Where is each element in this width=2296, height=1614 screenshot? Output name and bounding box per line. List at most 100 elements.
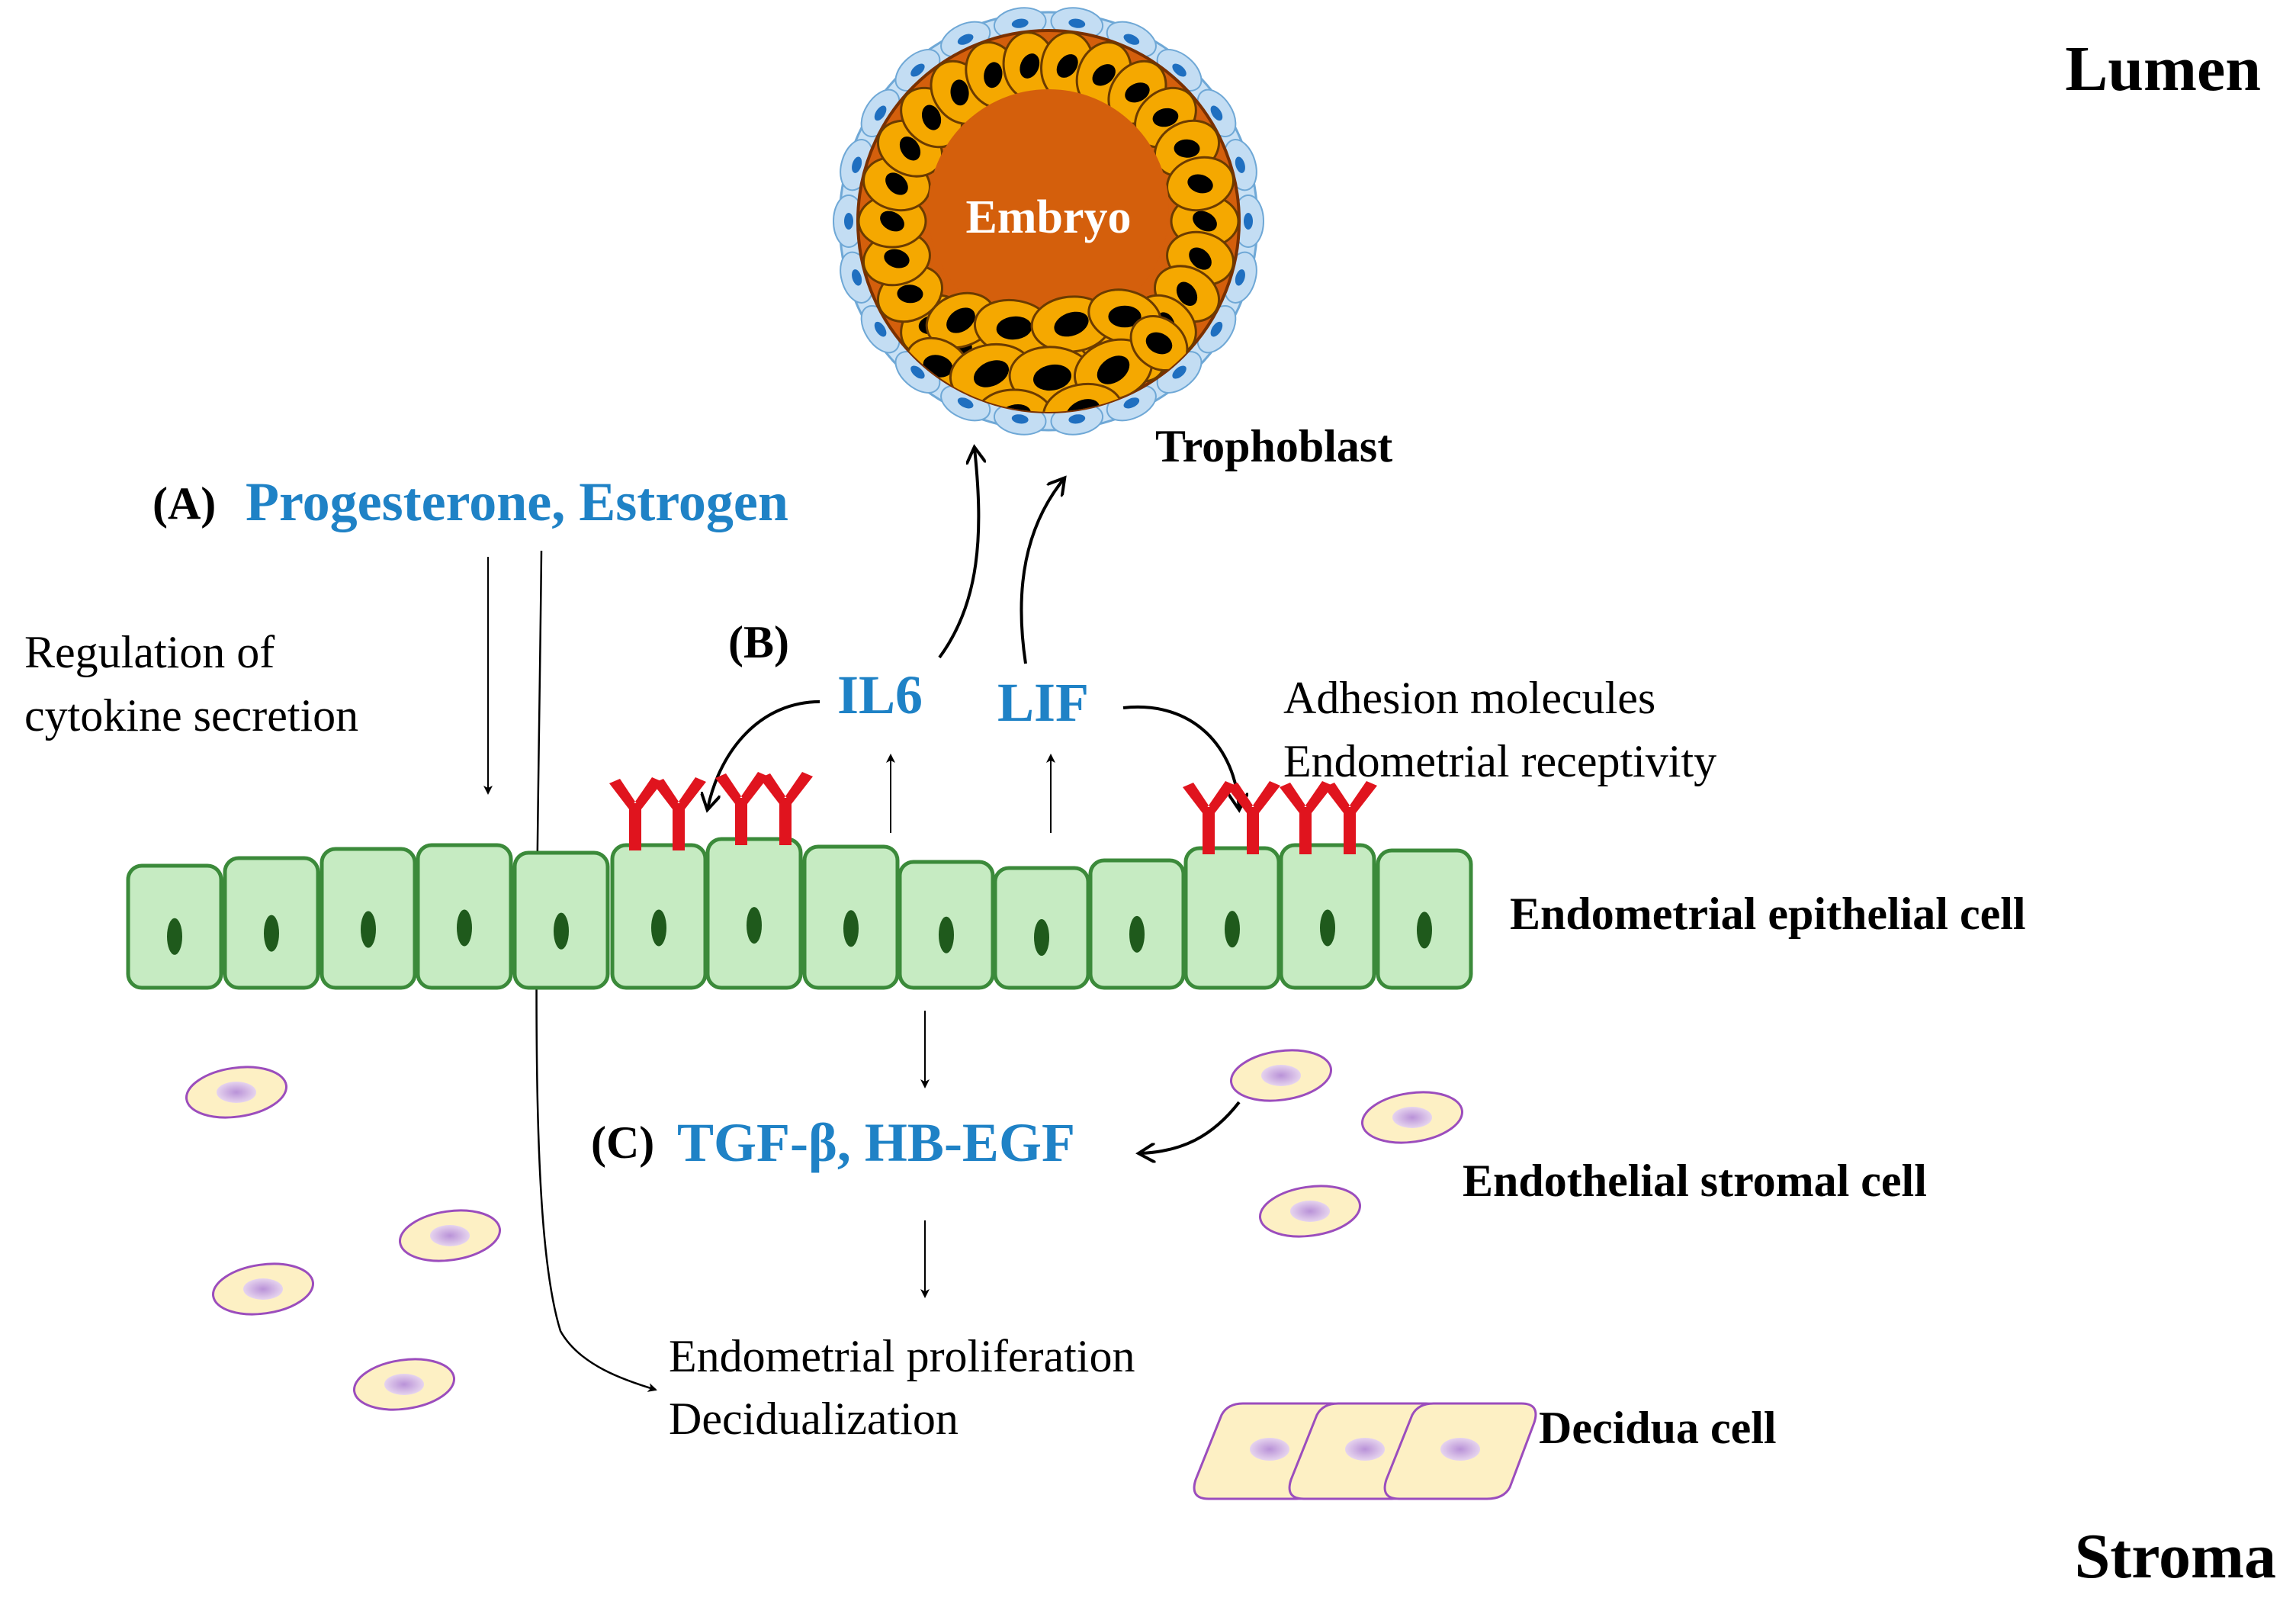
receptor-icon: [1227, 781, 1280, 854]
trophoblast-nucleus: [1187, 174, 1213, 194]
zona-nucleus: [1210, 105, 1223, 121]
inner-cell-nucleus: [1033, 364, 1071, 391]
zona-nucleus: [1244, 213, 1253, 230]
trophoblast-nucleus: [899, 136, 921, 161]
stromal-nucleus: [1261, 1065, 1301, 1086]
trophoblast-nucleus: [984, 62, 1003, 88]
receptor-icon: [759, 772, 813, 845]
proliferation-label-line1: Endometrial proliferation: [669, 1331, 1135, 1381]
step-a-marker: (A): [153, 478, 216, 529]
stromal-nucleus: [1392, 1107, 1432, 1128]
zona-nucleus: [957, 34, 974, 45]
stromal-cell-label: Endothelial stromal cell: [1463, 1156, 1927, 1206]
decidua-cells: [1193, 1402, 1537, 1500]
inner-cell-nucleus: [1065, 399, 1100, 412]
receptor-icon: [609, 777, 663, 850]
epithelial-nucleus: [651, 909, 666, 947]
step-b-marker: (B): [728, 617, 789, 667]
zona-nucleus: [910, 365, 925, 379]
trophoblast-nucleus: [1174, 139, 1200, 158]
trophoblast-nucleus: [885, 172, 908, 195]
zona-nucleus: [1068, 18, 1086, 28]
zona-nucleus: [1172, 63, 1187, 77]
receptor-icon: [653, 777, 706, 850]
decidua-nucleus: [1250, 1438, 1289, 1461]
decidua-nucleus: [1440, 1438, 1480, 1461]
il6-to-receptor-arrow: [708, 700, 820, 809]
zona-nucleus: [1235, 269, 1245, 286]
inner-cell-nucleus: [1145, 332, 1173, 355]
inner-cell-nucleus: [996, 316, 1032, 340]
trophoblast-nucleus: [921, 104, 942, 130]
inner-cell-nucleus: [973, 360, 1010, 387]
stromal-nucleus: [217, 1082, 256, 1103]
zona-nucleus: [874, 105, 887, 121]
zona-nucleus: [957, 397, 974, 409]
stromal-to-tgf-arrow: [1140, 1101, 1241, 1153]
inner-cell-nucleus: [1097, 355, 1130, 384]
trophoblast-nucleus: [897, 285, 923, 304]
zona-nucleus: [1172, 365, 1187, 379]
inner-cell-nucleus: [1054, 311, 1089, 337]
decidua-cell-label: Decidua cell: [1539, 1403, 1777, 1453]
epithelial-cell-label: Endometrial epithelial cell: [1510, 889, 2026, 939]
inner-cell-nucleus: [1108, 305, 1142, 328]
zona-nucleus: [874, 321, 887, 337]
trophoblast-label: Trophoblast: [1155, 421, 1392, 471]
zona-nucleus: [852, 156, 862, 173]
epithelial-nucleus: [457, 909, 472, 947]
zona-nucleus: [844, 213, 853, 230]
epithelial-layer: [126, 837, 1473, 990]
epithelial-nucleus: [554, 912, 569, 950]
region-lumen-label: Lumen: [2065, 34, 2261, 104]
zona-nucleus: [1123, 34, 1140, 45]
receptor-icon: [1183, 781, 1236, 854]
trophoblast-nucleus: [880, 211, 904, 232]
epithelial-nucleus: [264, 915, 279, 952]
zona-nucleus: [1011, 414, 1029, 424]
zona-nucleus: [1068, 414, 1086, 424]
hormones-label: Progesterone, Estrogen: [246, 471, 788, 532]
zona-nucleus: [1235, 156, 1245, 173]
il6-label: IL6: [837, 664, 923, 725]
trophoblast-nucleus: [950, 79, 969, 106]
embryo-label: Embryo: [966, 191, 1132, 243]
epithelial-nucleus: [939, 916, 954, 953]
adhesion-label-line2: Endometrial receptivity: [1283, 736, 1716, 786]
zona-nucleus: [1011, 18, 1029, 28]
step-c-marker: (C): [591, 1117, 654, 1168]
epithelial-nucleus: [843, 910, 859, 947]
receptors: [609, 772, 1377, 854]
trophoblast-nucleus: [1020, 53, 1040, 79]
lif-to-trophoblast-arrow: [1020, 479, 1064, 664]
hormone-to-decidualization-arrow: [535, 550, 657, 1392]
trophoblast-nucleus: [1193, 211, 1217, 232]
epithelial-nucleus: [1225, 911, 1240, 948]
receptor-icon: [1324, 781, 1377, 854]
stromal-cells: [185, 1049, 1464, 1411]
epithelial-nucleus: [361, 911, 376, 948]
inner-cell: [975, 388, 1054, 412]
zona-nucleus: [910, 63, 925, 77]
lif-label: LIF: [997, 672, 1089, 733]
stromal-nucleus: [384, 1374, 424, 1395]
regulation-label-line2: cytokine secretion: [24, 690, 358, 741]
epithelial-nucleus: [1129, 915, 1145, 953]
zona-nucleus: [1123, 397, 1140, 409]
adhesion-label-line1: Adhesion molecules: [1283, 673, 1655, 723]
region-stroma-label: Stroma: [2075, 1521, 2276, 1592]
trophoblast-nucleus: [1092, 64, 1116, 86]
zona-nucleus: [1210, 321, 1223, 337]
il6-to-trophoblast-arrow: [938, 449, 978, 659]
receptor-icon: [715, 772, 769, 845]
stromal-nucleus: [1290, 1201, 1330, 1222]
stromal-nucleus: [243, 1278, 283, 1300]
tgf-hbegf-label: TGF-β, HB-EGF: [677, 1112, 1075, 1173]
inner-cell-nucleus: [946, 307, 975, 333]
trophoblast-nucleus: [1056, 54, 1078, 78]
embryo: Embryo: [833, 7, 1264, 436]
trophoblast-nucleus: [1152, 108, 1179, 127]
proliferation-label-line2: Decidualization: [669, 1394, 959, 1444]
